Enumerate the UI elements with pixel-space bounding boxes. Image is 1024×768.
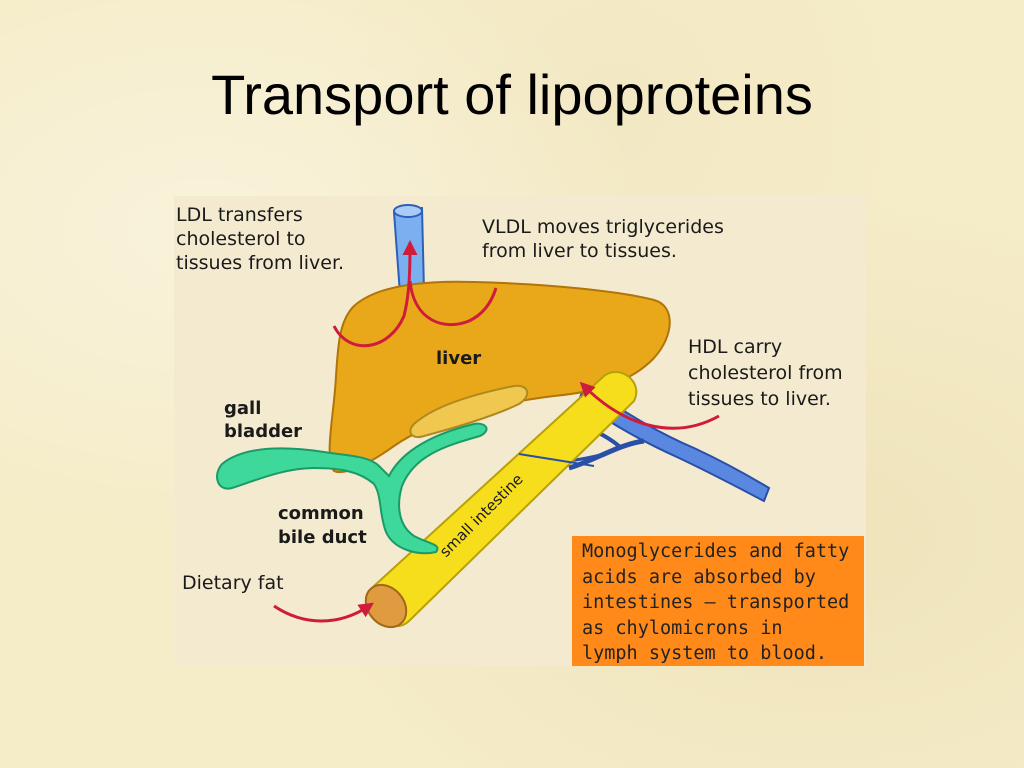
hdl-label-line-1: HDL carry [688,336,783,358]
absorption-note-line-5: lymph system to blood. [582,643,828,664]
absorption-note-line-3: intestines – transported [582,592,850,613]
vldl-arrow [408,280,498,327]
dietary-fat-arrow [273,602,374,623]
vldl-label-line-1: VLDL moves triglycerides [482,216,724,238]
absorption-note-line-2: acids are absorbed by [582,566,816,588]
lipoprotein-diagram: LDL transfers cholesterol to tissues fro… [174,196,866,666]
absorption-note-box: Monoglycerides and fatty acids are absor… [572,536,864,666]
common-bile-duct-label-line-1: common [278,503,364,524]
slide-title: Transport of lipoproteins [211,63,813,126]
pointer-line-1 [518,453,595,467]
hdl-label: HDL carry cholesterol from tissues to li… [688,334,843,413]
vessel-branch-1 [568,438,645,471]
gall-bladder-shape [409,384,529,438]
ldl-label-line-3: tissues from liver. [176,251,345,274]
common-bile-duct-label: common bile duct [278,502,367,551]
hdl-arrow [579,381,720,430]
gall-bladder-label-line-1: gall [224,398,262,419]
gall-bladder-label-line-2: bladder [224,420,303,442]
absorption-note-line-4: as chylomicrons in [582,617,783,639]
liver-label: liver [436,348,482,369]
bile-duct-shape [216,422,488,555]
ldl-label: LDL transfers cholesterol to tissues fro… [176,204,344,275]
ldl-label-line-1: LDL transfers [176,204,303,226]
ldl-arrow [332,240,418,348]
vessel-opening [393,204,423,218]
common-bile-duct-label-line-2: bile duct [278,527,367,549]
ldl-label-line-2: cholesterol to [176,227,306,250]
vldl-label: VLDL moves triglycerides from liver to t… [482,216,724,264]
hdl-label-line-2: cholesterol from [688,362,843,385]
intestine-opening [364,583,408,629]
hdl-label-line-3: tissues to liver. [688,388,831,411]
diagram-graphics [216,204,771,629]
gall-bladder-label: gall bladder [224,398,302,443]
vldl-label-line-2: from liver to tissues. [482,239,677,262]
absorption-note-line-1: Monoglycerides and fatty [582,541,850,562]
dietary-fat-label: Dietary fat [182,572,284,594]
